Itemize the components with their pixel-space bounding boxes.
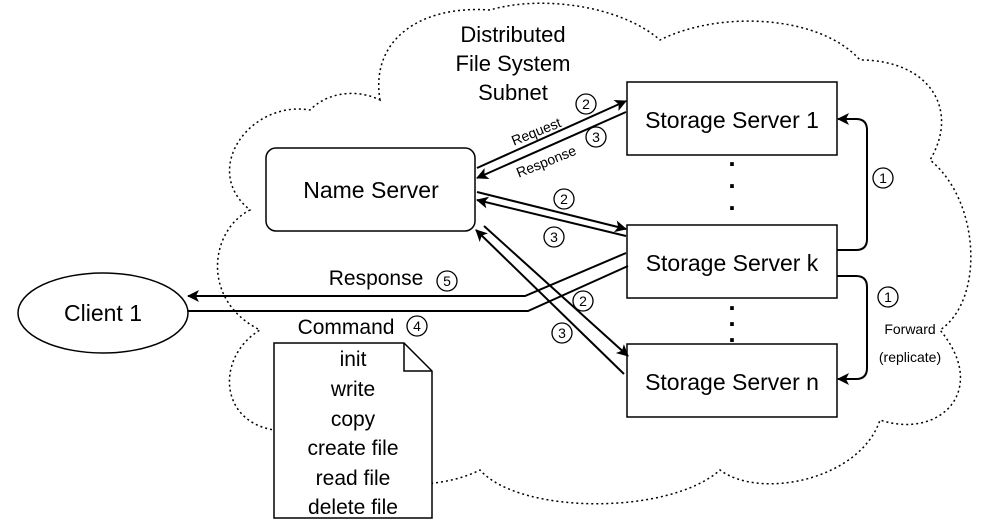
response-to-client-arrow (187, 252, 627, 302)
storage-server-k-box (626, 224, 838, 299)
svg-text:1: 1 (879, 170, 887, 186)
svg-text:2: 2 (560, 191, 568, 207)
document-fold (403, 343, 432, 372)
command-item: init (340, 348, 367, 371)
command-label: Command (298, 316, 395, 339)
cloud-title-line-1: Distributed (460, 22, 565, 47)
command-item: create file (307, 437, 398, 460)
command-item: delete file (308, 496, 398, 519)
svg-text:1: 1 (884, 289, 892, 305)
replicate-label: (replicate) (879, 349, 941, 365)
svg-text:2: 2 (582, 96, 590, 112)
cloud-title-line-3: Subnet (478, 80, 548, 105)
step-badge: 2 (575, 93, 597, 115)
svg-text:5: 5 (443, 273, 451, 289)
svg-text:4: 4 (413, 318, 421, 334)
subnet-cloud (216, 2, 972, 505)
ellipsis-dot: . (728, 164, 735, 194)
client-label: Client 1 (64, 300, 142, 326)
command-item: copy (331, 408, 376, 431)
command-from-client-line (188, 265, 629, 312)
ellipsis-dot: . (728, 142, 735, 172)
ssk-to-ns-arrow (476, 196, 627, 237)
svg-text:2: 2 (579, 293, 587, 309)
forward-label: Forward (884, 321, 935, 337)
response-arrow (476, 111, 627, 180)
step-badge: 4 (406, 315, 428, 337)
step-badge: 3 (551, 322, 573, 344)
ellipsis-dot: . (728, 302, 735, 332)
step-badge: 2 (553, 188, 575, 210)
storage-server-n-label: Storage Server n (645, 369, 819, 395)
storage-server-n-box (626, 343, 838, 418)
step-badge: 3 (585, 126, 607, 148)
step-badge: 3 (543, 226, 565, 248)
command-item: write (330, 378, 375, 401)
storage-server-k-label: Storage Server k (646, 250, 819, 276)
command-document (273, 342, 433, 519)
ns-to-ssn-arrow (483, 225, 629, 357)
cloud-title-line-2: File System (456, 51, 571, 76)
step-badge: 2 (572, 290, 594, 312)
svg-text:3: 3 (558, 325, 566, 341)
ssk-to-ss1-arrow (837, 113, 868, 251)
client-node (17, 272, 189, 354)
step-badge: 1 (872, 167, 894, 189)
ellipsis-dot: . (728, 186, 735, 216)
storage-server-1-label: Storage Server 1 (645, 107, 819, 133)
ellipsis-dot: . (728, 318, 735, 348)
ns-to-ssk-arrow (476, 191, 627, 233)
request-arrow (476, 100, 627, 169)
command-item: read file (316, 467, 391, 490)
step-badge: 1 (877, 286, 899, 308)
forward-replicate-arrow (837, 275, 868, 385)
svg-text:3: 3 (550, 229, 558, 245)
svg-text:3: 3 (592, 129, 600, 145)
name-server-label: Name Server (303, 177, 439, 203)
step-badge: 5 (436, 270, 458, 292)
response-label: Response (329, 267, 424, 290)
storage-server-1-box (626, 81, 838, 156)
ellipsis-dot: . (728, 286, 735, 316)
name-server-box (265, 147, 476, 232)
